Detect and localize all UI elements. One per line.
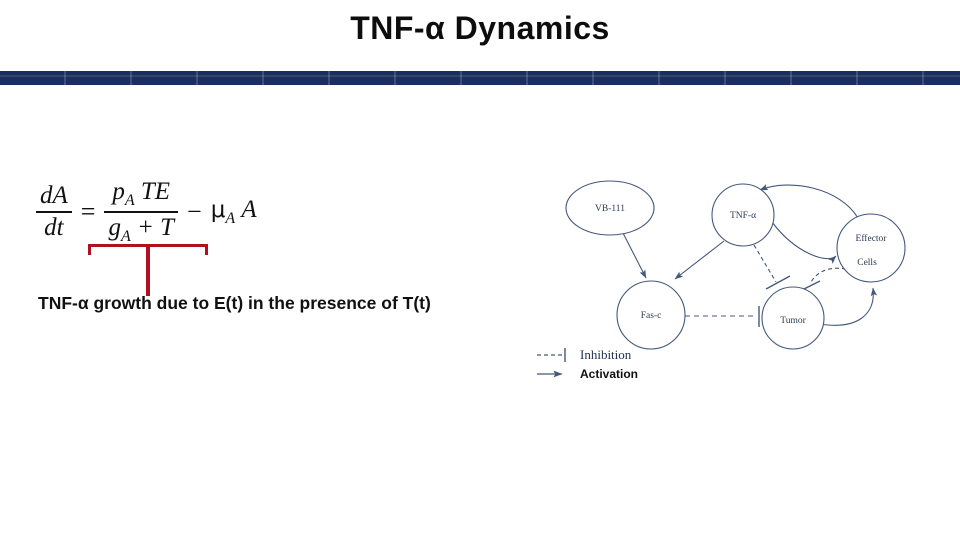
growth-num-subscript: A bbox=[124, 192, 135, 210]
node-tumor[interactable] bbox=[761, 286, 825, 350]
node-label-effector: Effector bbox=[856, 233, 888, 244]
fraction-bar bbox=[36, 211, 72, 213]
derivative-numerator: dA bbox=[40, 182, 68, 209]
legend-label-activation: Activation bbox=[580, 367, 639, 381]
interaction-network-diagram: VB-111 TNF-α Effector Cells Fas-c Tumor bbox=[528, 168, 960, 400]
legend-item-inhibition: Inhibition bbox=[536, 346, 631, 364]
node-vb111[interactable] bbox=[565, 180, 655, 236]
node-label-tnfa: TNF-α bbox=[730, 211, 756, 221]
node-label-tumor: Tumor bbox=[780, 316, 806, 326]
fraction-bar bbox=[104, 211, 179, 213]
decay-mu-symbol: μ bbox=[210, 197, 226, 223]
node-label-vb111: VB-111 bbox=[595, 204, 625, 214]
decay-subscript: A bbox=[225, 210, 236, 227]
growth-num-p: p bbox=[112, 178, 125, 206]
legend-item-activation: Activation bbox=[536, 365, 638, 383]
edge-effector-to-tnfa bbox=[759, 184, 859, 219]
decay-term: μA A bbox=[211, 196, 257, 228]
diagram-legend: Inhibition Activation bbox=[536, 346, 716, 390]
growth-num-rest: TE bbox=[140, 178, 171, 206]
page-title: TNF-α Dynamics bbox=[350, 10, 610, 46]
growth-denominator: gA + T bbox=[104, 214, 178, 246]
inhibition-line-icon bbox=[537, 348, 566, 362]
edge-tnfa-to-fasc bbox=[674, 240, 725, 280]
growth-den-subscript: A bbox=[120, 228, 131, 245]
legend-label-inhibition: Inhibition bbox=[580, 347, 632, 362]
divider-tick-marks bbox=[0, 71, 960, 85]
edge-tnfa-to-tumor bbox=[753, 244, 777, 283]
equals-sign: = bbox=[80, 197, 96, 226]
growth-numerator: pA TE bbox=[108, 178, 174, 210]
derivative-denominator: dt bbox=[44, 214, 64, 241]
red-annotation-bracket bbox=[88, 244, 208, 296]
equation-formula: dA dt = pA TE gA + T − μA A bbox=[36, 172, 336, 252]
divider-highlight bbox=[0, 75, 960, 77]
edge-tnfa-to-effector bbox=[771, 221, 837, 264]
bracket-top-line bbox=[88, 244, 208, 247]
growth-term-fraction: pA TE gA + T bbox=[104, 178, 179, 246]
derivative-fraction: dA dt bbox=[36, 182, 72, 242]
growth-den-rest: + T bbox=[136, 214, 175, 241]
title-divider-bar bbox=[0, 71, 960, 85]
activation-arrow-icon bbox=[537, 370, 563, 378]
bracket-pointer-stem bbox=[146, 246, 150, 296]
node-label-effector-line2: Cells bbox=[857, 258, 877, 268]
node-effector[interactable] bbox=[836, 213, 906, 283]
bracket-left-tick bbox=[88, 244, 91, 255]
equation-caption: TNF-α growth due to E(t) in the presence… bbox=[38, 293, 431, 313]
edge-effector-to-tumor bbox=[809, 267, 847, 285]
node-label-fasc: Fas-c bbox=[641, 311, 662, 321]
edge-tumor-to-effector bbox=[819, 287, 878, 326]
decay-variable: A bbox=[241, 196, 257, 223]
growth-den-g: g bbox=[108, 214, 121, 241]
inhibition-bar-tnfa-tumor bbox=[765, 275, 791, 290]
node-tnfa[interactable] bbox=[711, 183, 775, 247]
edge-vb111-to-fasc bbox=[622, 232, 647, 279]
minus-sign: − bbox=[187, 197, 202, 226]
bracket-right-tick bbox=[205, 244, 208, 255]
node-fasc[interactable] bbox=[616, 280, 686, 350]
